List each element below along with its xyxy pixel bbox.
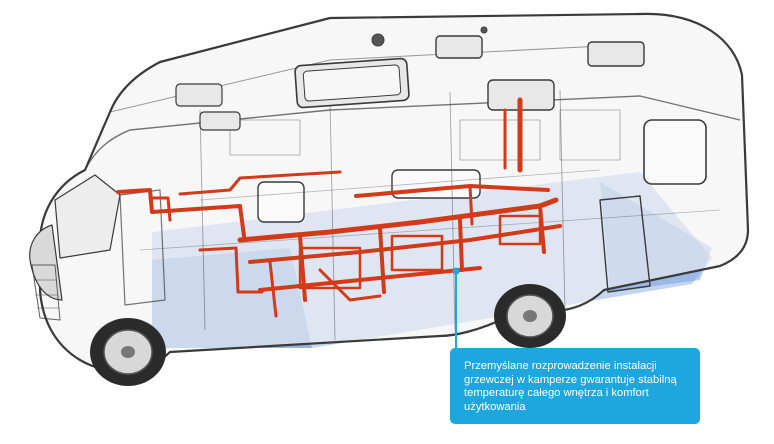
info-callout-box: Przemyślane rozprowadzenie instalacji gr…	[450, 348, 700, 424]
callout-pointer-icon	[452, 267, 460, 350]
heating-pipes-icon	[116, 97, 562, 318]
wheel-icon	[90, 284, 566, 386]
roof-window-icon	[175, 26, 645, 131]
callout-text: Przemyślane rozprowadzenie instalacji gr…	[464, 360, 677, 413]
